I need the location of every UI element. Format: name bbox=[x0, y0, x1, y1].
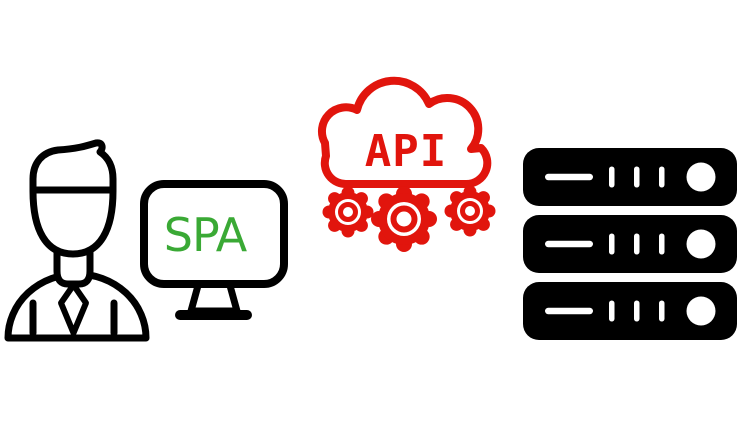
server-vent-bar bbox=[634, 166, 640, 188]
user-collar-lines bbox=[29, 299, 118, 337]
server-vent-bar bbox=[609, 166, 615, 188]
server-power-circle bbox=[686, 296, 716, 326]
monitor-icon: SPA bbox=[140, 180, 288, 320]
gear-hub bbox=[390, 205, 418, 233]
gear-icon bbox=[444, 185, 496, 237]
server-power-circle bbox=[686, 162, 716, 192]
server-vent-bar bbox=[609, 233, 615, 255]
user-tie bbox=[58, 282, 89, 336]
server-vent-bar bbox=[634, 233, 640, 255]
server-vent-bar bbox=[609, 300, 615, 322]
gear-icon bbox=[371, 186, 437, 252]
monitor-base bbox=[175, 310, 252, 320]
gear-hub bbox=[338, 202, 358, 222]
spa-label: SPA bbox=[164, 208, 248, 262]
server-slot-line bbox=[545, 173, 593, 181]
server-unit bbox=[523, 215, 737, 273]
server-stack-icon bbox=[523, 148, 737, 340]
server-unit bbox=[523, 282, 737, 340]
user-icon bbox=[4, 139, 150, 342]
gear-hub bbox=[460, 201, 480, 221]
user-head bbox=[29, 139, 117, 258]
cloud-outline bbox=[317, 76, 492, 189]
monitor-screen bbox=[140, 180, 288, 288]
cloud-icon: API bbox=[317, 76, 492, 189]
server-vent-bar bbox=[659, 300, 665, 322]
server-vent-bar bbox=[659, 233, 665, 255]
server-vent-bar bbox=[659, 166, 665, 188]
server-slot-line bbox=[545, 240, 593, 248]
server-vent-bar bbox=[634, 300, 640, 322]
gear-icon bbox=[322, 186, 374, 238]
server-slot-line bbox=[545, 307, 593, 315]
api-label: API bbox=[365, 126, 447, 177]
server-power-circle bbox=[686, 229, 716, 259]
server-unit bbox=[523, 148, 737, 206]
